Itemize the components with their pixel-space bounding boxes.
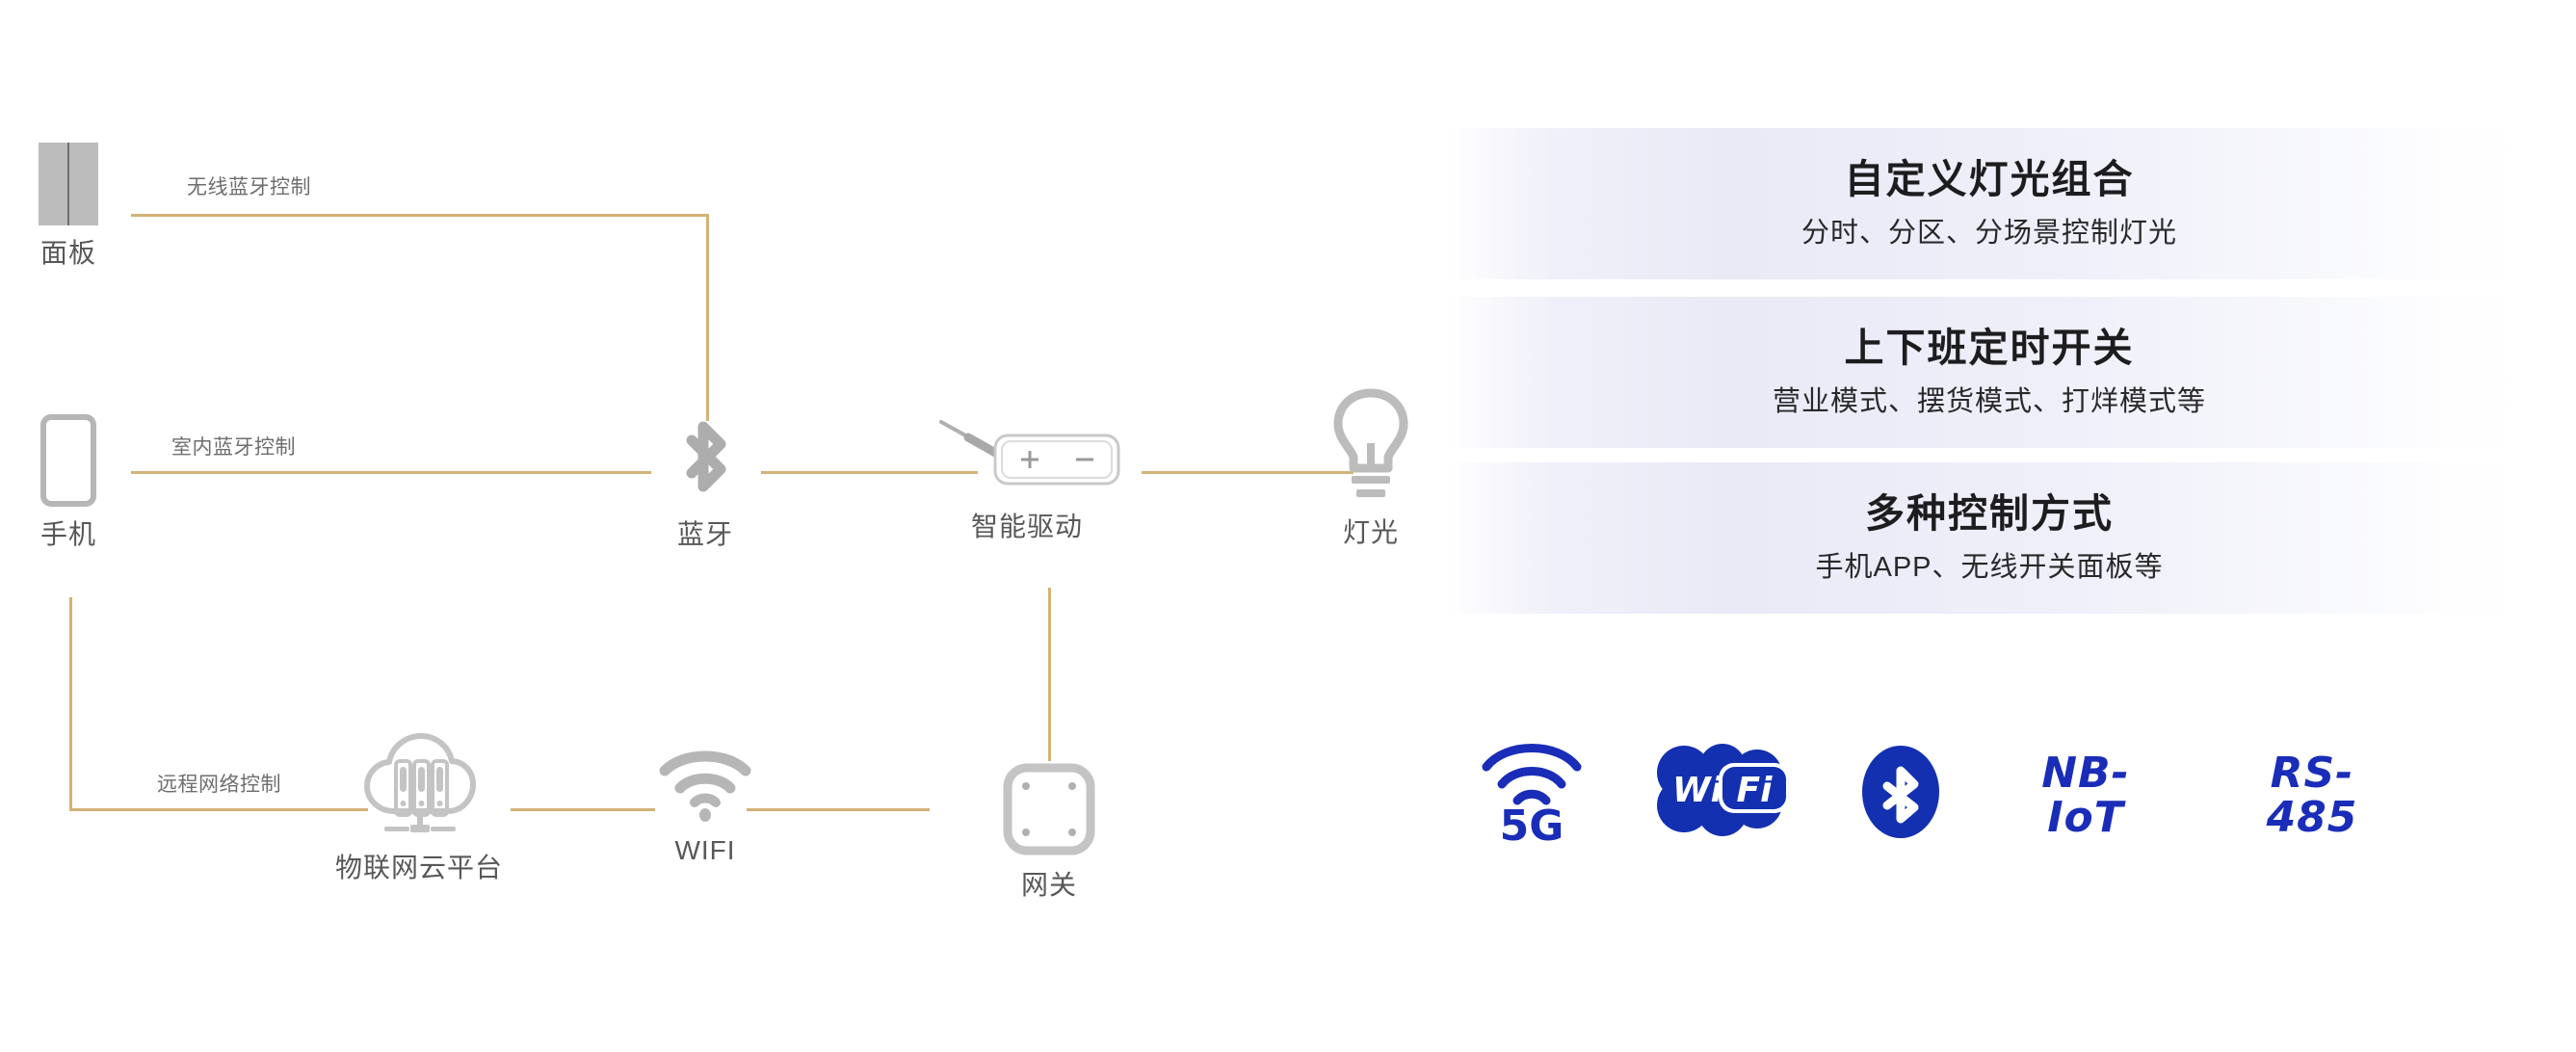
- cloud-server-icon: [357, 730, 481, 840]
- bluetooth-badge-icon: [1862, 746, 1939, 838]
- node-wifi[interactable]: WIFI: [645, 750, 765, 866]
- node-wifi-label: WIFI: [674, 835, 736, 865]
- node-gateway-label: 网关: [1020, 870, 1077, 900]
- tech-badge-rs485[interactable]: RS- 485: [2216, 738, 2408, 854]
- feature-card-2-subtitle: 营业模式、摆货模式、打烊模式等: [1772, 386, 2206, 418]
- node-bluetooth[interactable]: 蓝牙: [648, 405, 762, 550]
- connector-panel-horizontal: [131, 214, 709, 217]
- feature-card-1[interactable]: 自定义灯光组合 分时、分区、分场景控制灯光: [1445, 128, 2534, 279]
- svg-text:Fi: Fi: [1737, 771, 1774, 810]
- tech-badge-wifi[interactable]: Wi Fi: [1636, 742, 1800, 838]
- svg-text:5G: 5G: [1500, 802, 1564, 844]
- tech-badge-nbiot[interactable]: NB- IoT: [1994, 738, 2177, 854]
- tech-badge-bluetooth[interactable]: [1848, 736, 1954, 848]
- tech-badge-rs485-line2: 485: [2266, 793, 2358, 842]
- node-smart-driver[interactable]: 智能驱动: [911, 414, 1143, 542]
- node-smart-driver-label: 智能驱动: [970, 512, 1083, 541]
- node-bluetooth-label: 蓝牙: [676, 519, 733, 549]
- technology-badge-row: 5G: [1445, 721, 2476, 913]
- wifi-logo-icon: Wi Fi: [1657, 744, 1790, 836]
- wifi-signal-icon: [659, 750, 751, 823]
- tech-badge-nbiot-text: NB- IoT: [2041, 748, 2130, 842]
- node-cloud-platform[interactable]: 物联网云平台: [328, 730, 511, 883]
- smartphone-icon: [40, 414, 96, 507]
- svg-text:Wi: Wi: [1672, 771, 1723, 810]
- edge-label-wireless-bluetooth: 无线蓝牙控制: [187, 176, 311, 198]
- connector-bluetooth-driver: [761, 471, 978, 474]
- node-gateway[interactable]: 网关: [992, 761, 1106, 901]
- smart-driver-icon: [926, 414, 1128, 499]
- 5g-signal-icon: 5G: [1482, 744, 1582, 844]
- edge-label-indoor-bluetooth: 室内蓝牙控制: [171, 436, 296, 459]
- feature-card-2-title: 上下班定时开关: [1844, 326, 2135, 371]
- feature-card-3-subtitle: 手机APP、无线开关面板等: [1815, 552, 2164, 584]
- tech-badge-5g[interactable]: 5G: [1474, 730, 1590, 846]
- connector-cloud-wifi: [511, 808, 655, 811]
- connector-driver-light: [1142, 471, 1354, 474]
- connector-panel-vertical: [706, 214, 709, 421]
- node-light-label: 灯光: [1342, 517, 1399, 547]
- connector-phone-bluetooth: [131, 471, 651, 474]
- feature-panel: 自定义灯光组合 分时、分区、分场景控制灯光 上下班定时开关 营业模式、摆货模式、…: [1445, 0, 2576, 1052]
- connector-remote-horizontal: [69, 808, 368, 811]
- connector-gateway-driver: [1048, 588, 1051, 761]
- node-light[interactable]: 灯光: [1308, 383, 1433, 548]
- tech-badge-nbiot-line1: NB-: [2041, 748, 2130, 798]
- feature-card-3-title: 多种控制方式: [1865, 491, 2114, 537]
- feature-card-2[interactable]: 上下班定时开关 营业模式、摆货模式、打烊模式等: [1445, 297, 2534, 448]
- feature-card-1-title: 自定义灯光组合: [1844, 157, 2135, 202]
- system-topology-diagram: 无线蓝牙控制 室内蓝牙控制 远程网络控制 面板 手机: [10, 143, 1433, 901]
- node-panel[interactable]: 面板: [10, 143, 127, 269]
- node-phone-label: 手机: [39, 519, 96, 549]
- connector-phone-vertical: [69, 597, 72, 811]
- feature-card-3[interactable]: 多种控制方式 手机APP、无线开关面板等: [1445, 462, 2534, 614]
- edge-label-remote-network: 远程网络控制: [157, 774, 281, 796]
- gateway-box-icon: [1001, 761, 1097, 857]
- wall-switch-panel-icon: [39, 143, 98, 225]
- tech-badge-rs485-line1: RS-: [2270, 748, 2354, 798]
- node-panel-label: 面板: [39, 238, 96, 268]
- bluetooth-icon: [669, 405, 742, 507]
- feature-card-1-subtitle: 分时、分区、分场景控制灯光: [1801, 218, 2177, 250]
- tech-badge-nbiot-line2: IoT: [2047, 793, 2124, 842]
- tech-badge-rs485-text: RS- 485: [2266, 748, 2358, 842]
- light-bulb-icon: [1325, 383, 1417, 505]
- node-phone[interactable]: 手机: [10, 414, 127, 550]
- connector-wifi-gateway: [747, 808, 930, 811]
- node-cloud-platform-label: 物联网云平台: [334, 853, 503, 882]
